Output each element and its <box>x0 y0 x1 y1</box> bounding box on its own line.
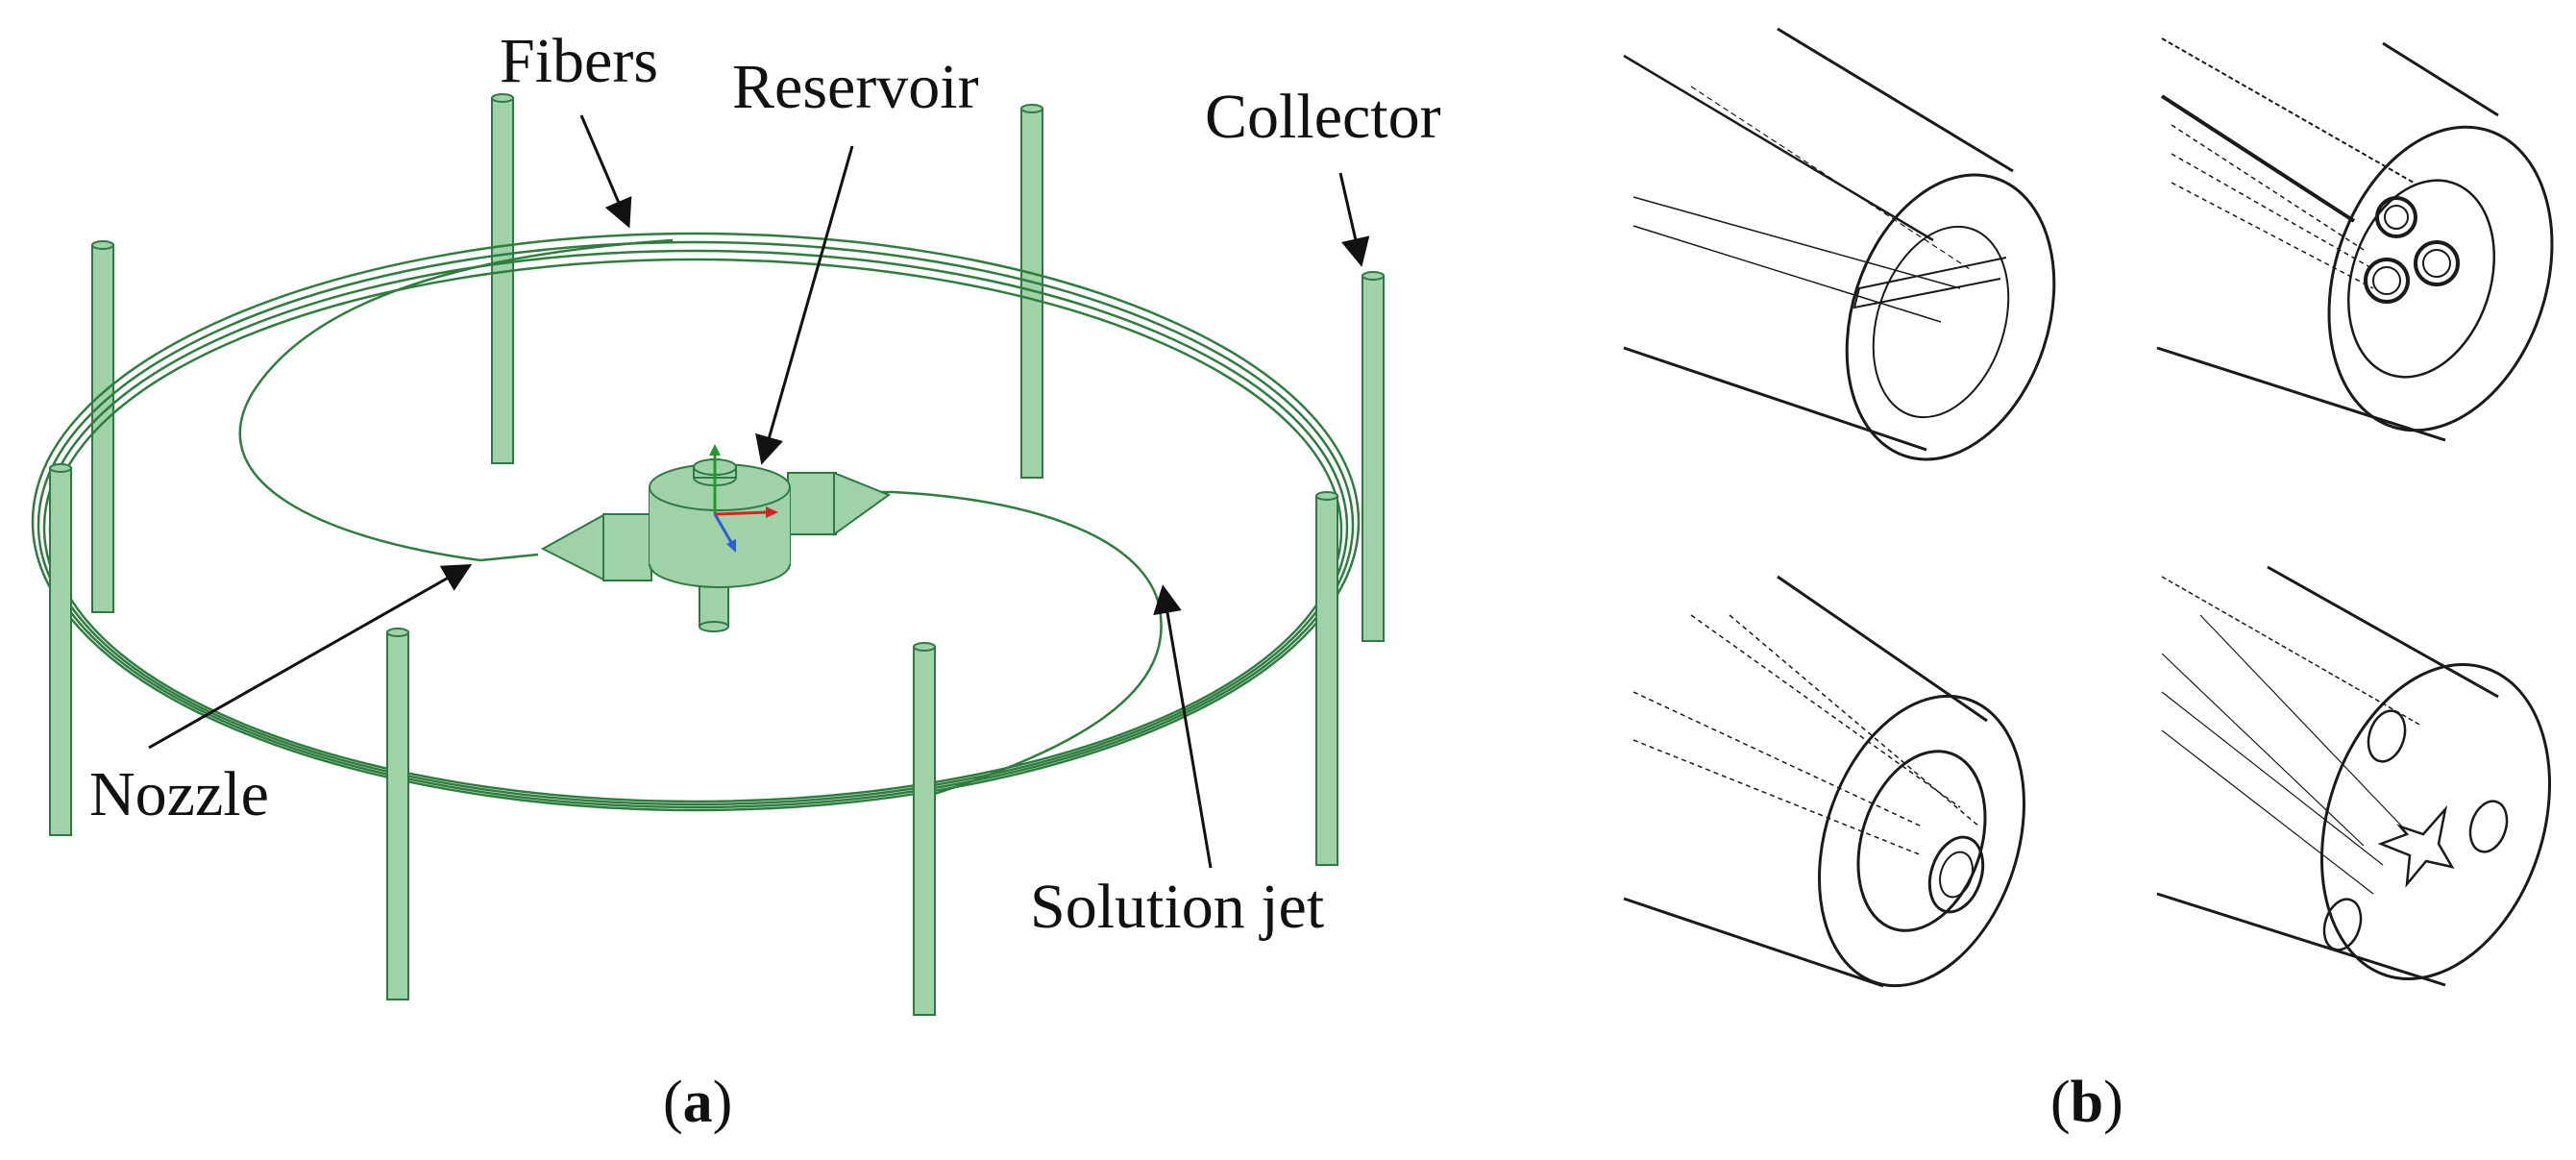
caption-a: (a) <box>663 1070 732 1135</box>
fibers-arrow <box>579 114 632 229</box>
reservoir-assembly <box>540 458 892 632</box>
fiber-ring <box>31 232 1361 812</box>
reservoir-arrow <box>755 145 854 465</box>
caption-a-open: ( <box>663 1070 683 1135</box>
annotation-arrows <box>148 114 1370 869</box>
collector-rod <box>49 463 72 836</box>
label-reservoir: Reservoir <box>732 52 979 122</box>
collector-rod <box>491 93 514 464</box>
caption-a-close: ) <box>713 1070 733 1135</box>
panel-a: Fibers Reservoir Collector Nozzle Soluti… <box>31 26 1441 1135</box>
caption-a-letter: a <box>683 1070 713 1135</box>
label-nozzle: Nozzle <box>89 759 269 829</box>
nozzle-sketch-coaxial <box>1623 575 2025 988</box>
collector-rod <box>1020 104 1043 479</box>
collector-rod <box>1362 271 1385 642</box>
collector-rods-front <box>49 463 1338 1016</box>
caption-b-open: ( <box>2050 1070 2071 1135</box>
nozzle-sketch-star <box>2156 565 2551 987</box>
caption-b-close: ) <box>2103 1070 2123 1135</box>
panel-b: (b) <box>1623 27 2554 1135</box>
nozzle-sketch-tricore <box>2156 37 2554 442</box>
collector-rods-back <box>91 93 1385 642</box>
label-fibers: Fibers <box>500 26 658 96</box>
collector-rod <box>91 240 114 613</box>
solution-jet-arrow <box>1153 584 1213 869</box>
caption-b-letter: b <box>2071 1070 2103 1135</box>
nozzle-sketch-slotted <box>1623 27 2056 461</box>
axis-triad-icon <box>709 444 778 553</box>
nozzle-arrow <box>148 564 473 750</box>
label-solution-jet: Solution jet <box>1030 872 1324 942</box>
collector-rod <box>913 642 936 1016</box>
collector-rod <box>386 628 409 1000</box>
caption-b: (b) <box>2050 1070 2123 1135</box>
collector-arrow <box>1338 172 1370 267</box>
label-collector: Collector <box>1205 82 1441 152</box>
collector-rod <box>1315 491 1338 866</box>
